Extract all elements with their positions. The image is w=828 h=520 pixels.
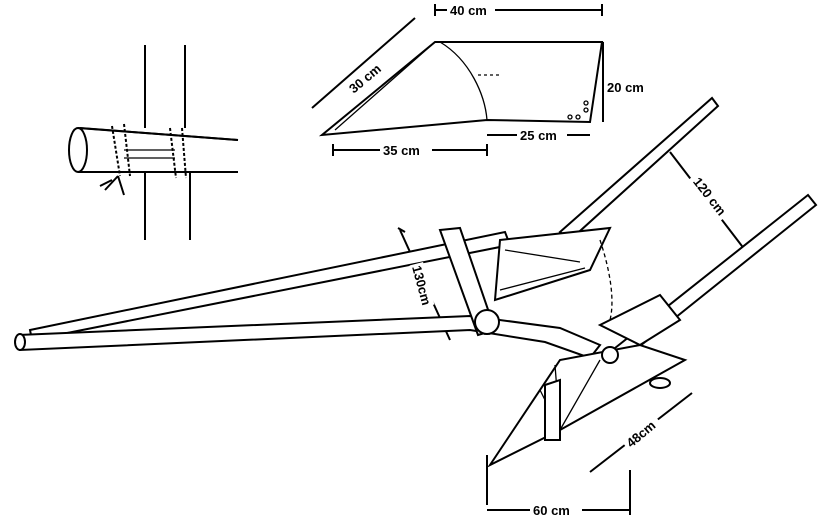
label-height: 20 cm [607, 80, 644, 95]
label-base-left: 35 cm [383, 143, 420, 158]
label-base-right: 25 cm [520, 128, 557, 143]
lashing-detail [68, 45, 239, 240]
share-detail [318, 41, 604, 137]
label-slant: 30 cm [346, 61, 384, 96]
label-share-width: 60 cm [533, 503, 570, 518]
label-beam: 130cm [409, 264, 434, 307]
label-handle: 120 cm [690, 174, 729, 218]
plough [14, 96, 818, 468]
label-top-width: 40 cm [450, 3, 487, 18]
